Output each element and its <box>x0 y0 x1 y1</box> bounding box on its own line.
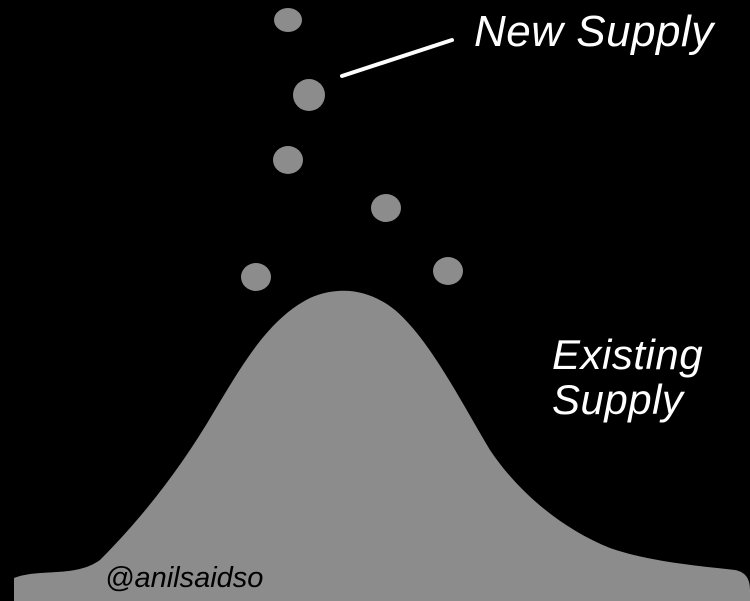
existing-supply-label-line2: Supply <box>552 377 703 422</box>
new-supply-label: New Supply <box>474 8 714 56</box>
new-supply-drops <box>241 8 463 291</box>
new-supply-pointer <box>342 40 452 76</box>
supply-drop <box>371 194 401 222</box>
existing-supply-label-line1: Existing <box>552 332 703 377</box>
author-credit: @anilsaidso <box>105 562 263 595</box>
supply-drop <box>241 263 271 291</box>
supply-drop <box>293 79 325 111</box>
existing-supply-label: Existing Supply <box>552 332 703 423</box>
supply-drop <box>433 257 463 285</box>
supply-drop <box>274 8 302 32</box>
supply-drop <box>273 146 303 174</box>
